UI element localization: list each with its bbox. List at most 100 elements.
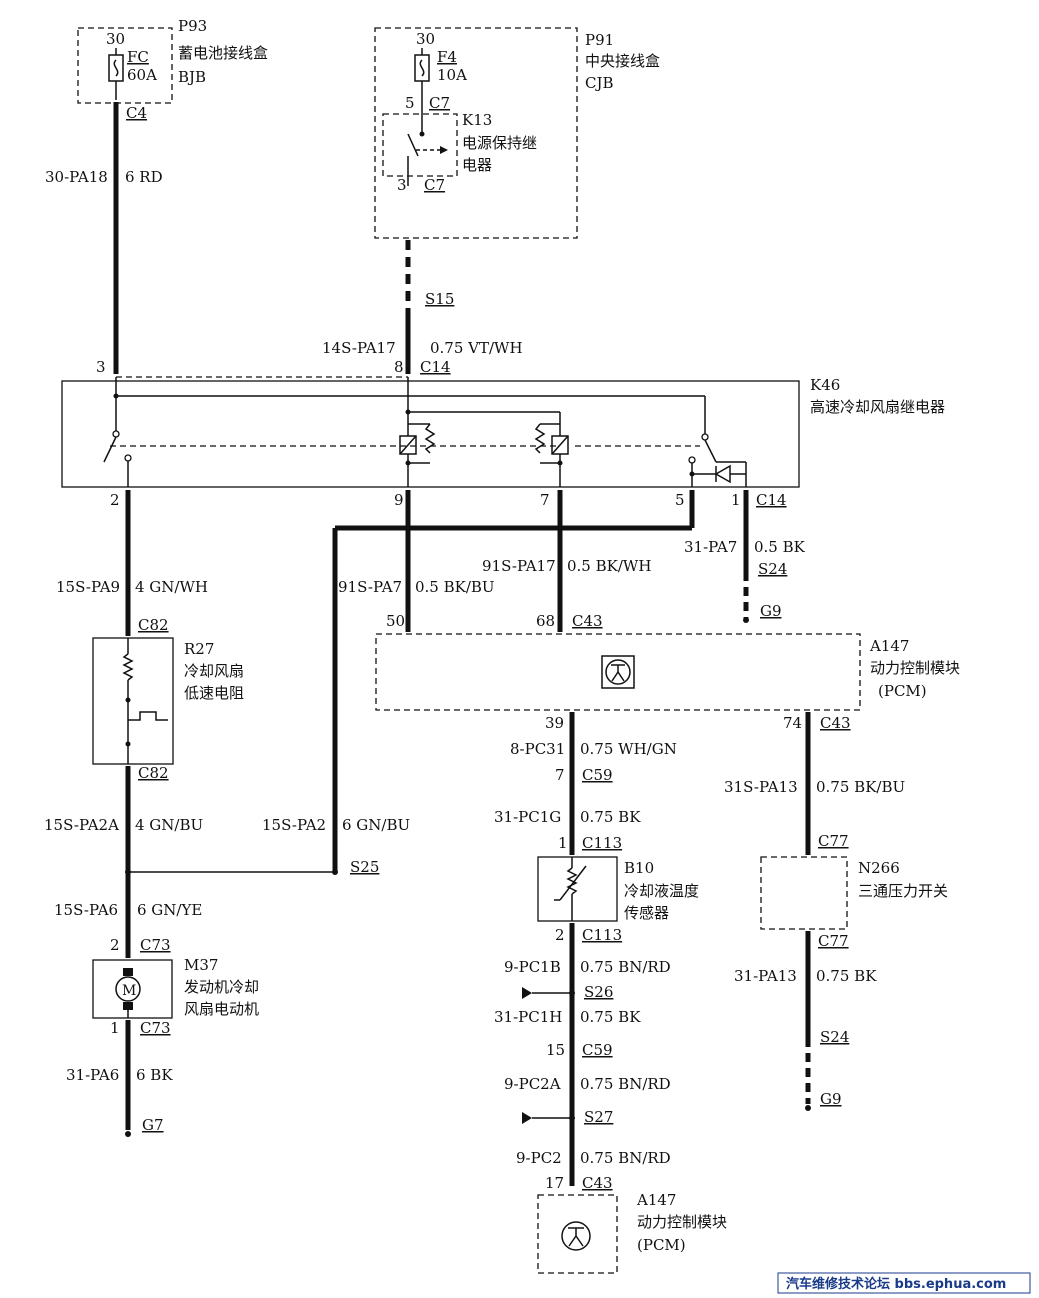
k13-pin-top: 5 (405, 94, 415, 112)
wire-31-pc1h-id: 31-PC1H (494, 1008, 562, 1026)
wire-15s-pa6-spec: 6 GN/YE (137, 901, 202, 919)
wire-31-pc1g-spec: 0.75 BK (580, 808, 641, 826)
k46-pin-9: 9 (394, 491, 404, 509)
c59-bot: C59 (582, 1041, 613, 1059)
a147-pin-68: 68 (536, 612, 555, 630)
ground-icon (743, 617, 749, 623)
wire-9-pc2a-spec: 0.75 BN/RD (580, 1075, 671, 1093)
wire-30-pa18-id: 30-PA18 (45, 168, 108, 186)
k46-pin-1: 1 (731, 491, 741, 509)
n266-conn-bot: C77 (818, 932, 849, 950)
fuse-icon (108, 48, 124, 100)
m37-name-1: 发动机冷却 (184, 978, 259, 996)
k46-conn-top: C14 (420, 358, 451, 376)
splice-s27: S27 (584, 1108, 613, 1126)
wire-15s-pa2a-spec: 4 GN/BU (135, 816, 203, 834)
wire-91s-pa17-spec: 0.5 BK/WH (567, 557, 651, 575)
ground-g9b: G9 (820, 1090, 842, 1108)
wire-15s-pa2-id: 15S-PA2 (262, 816, 326, 834)
wire-31-pa6-id: 31-PA6 (66, 1066, 119, 1084)
wire-31-pc1g-id: 31-PC1G (494, 808, 561, 826)
splice-arrow-icon (522, 1112, 575, 1124)
a147-pin-74: 74 (783, 714, 802, 732)
b10-conn-top: C113 (582, 834, 622, 852)
splice-s24: S24 (758, 560, 787, 578)
p93-fuse-label: FC (127, 48, 149, 66)
a147-conn: C43 (572, 612, 603, 630)
a147b-pin-17: 17 (545, 1174, 564, 1192)
wire-15s-pa2-spec: 6 GN/BU (342, 816, 410, 834)
k46-pin-7: 7 (540, 491, 550, 509)
splice-dot (125, 869, 131, 875)
wire-8-pc31-id: 8-PC31 (510, 740, 565, 758)
splice-s24b: S24 (820, 1028, 849, 1046)
m37-name-2: 风扇电动机 (184, 1000, 259, 1018)
a147-id: A147 (869, 637, 909, 655)
r27-conn-top: C82 (138, 616, 169, 634)
k13-name-2: 电器 (462, 156, 492, 174)
ground-g9: G9 (760, 602, 782, 620)
k13-name-1: 电源保持继 (462, 134, 537, 152)
wire-31s-pa13-spec: 0.75 BK/BU (816, 778, 905, 796)
n266-switch-box (760, 856, 848, 930)
b10-pin-bot: 2 (555, 926, 565, 944)
motor-icon: M (115, 968, 141, 1018)
splice-dot (332, 869, 338, 875)
wire-8-pc31-spec: 0.75 WH/GN (580, 740, 677, 758)
wire-15s-pa9-spec: 4 GN/WH (135, 578, 208, 596)
motor-symbol: M (122, 983, 136, 999)
wire-31-pa7-spec: 0.5 BK (754, 538, 806, 556)
wire-30-pa18-spec: 6 RD (125, 168, 163, 186)
splice-s15: S15 (425, 290, 454, 308)
p91-junction-box (374, 27, 578, 239)
p91-code: CJB (585, 74, 614, 92)
wire-31-pa13-id: 31-PA13 (734, 967, 797, 985)
r27-name-1: 冷却风扇 (184, 662, 244, 680)
wire-9-pc2-spec: 0.75 BN/RD (580, 1149, 671, 1167)
k46-internal-circuit (103, 377, 747, 487)
k46-conn-bot: C14 (756, 491, 787, 509)
wire-31-pa6-spec: 6 BK (136, 1066, 173, 1084)
p91-name: 中央接线盒 (585, 52, 660, 70)
relay-switch-icon (407, 100, 448, 186)
b10-name-1: 冷却液温度 (624, 882, 699, 900)
a147b-conn: C43 (582, 1174, 613, 1192)
wire-31-pc1h-spec: 0.75 BK (580, 1008, 641, 1026)
ground-g7: G7 (142, 1116, 164, 1134)
m37-motor-box (92, 959, 173, 1019)
n266-id: N266 (858, 859, 900, 877)
wire-31-pa7-id: 31-PA7 (684, 538, 737, 556)
c59-pin-7: 7 (555, 766, 565, 784)
wire-14s-pa17-id: 14S-PA17 (322, 339, 396, 357)
p91-pin-30: 30 (416, 30, 435, 48)
k46-pin-3: 3 (96, 358, 106, 376)
m37-pin-bot: 1 (110, 1019, 120, 1037)
wire-9-pc2-id: 9-PC2 (516, 1149, 562, 1167)
wire-15s-pa2a-id: 15S-PA2A (44, 816, 119, 834)
k46-name: 高速冷却风扇继电器 (810, 398, 945, 416)
wire-9-pc1b-spec: 0.75 BN/RD (580, 958, 671, 976)
c59-pin-15: 15 (546, 1041, 565, 1059)
wire-14s-pa17-spec: 0.75 VT/WH (430, 339, 523, 357)
wire-31s-pa13-id: 31S-PA13 (724, 778, 798, 796)
k46-id: K46 (810, 376, 840, 394)
p91-fuse-label: F4 (437, 48, 457, 66)
thermistor-icon (554, 857, 587, 921)
b10-conn-bot: C113 (582, 926, 622, 944)
k13-pin-bot-conn: C7 (424, 176, 445, 194)
fuse-icon (414, 48, 430, 100)
a147b-id: A147 (636, 1191, 676, 1209)
resistor-icon (122, 638, 168, 764)
n266-conn-top: C77 (818, 832, 849, 850)
k13-id: K13 (462, 111, 492, 129)
m37-conn-top: C73 (140, 936, 171, 954)
pcm-transistor-icon (601, 655, 635, 689)
b10-pin-top: 1 (558, 834, 568, 852)
p91-id: P91 (585, 31, 614, 49)
p93-id: P93 (178, 17, 207, 35)
a147-pcm-box (375, 633, 861, 711)
a147-pin-50: 50 (386, 612, 405, 630)
p93-pin-30: 30 (106, 30, 125, 48)
watermark-box (777, 1272, 1031, 1294)
